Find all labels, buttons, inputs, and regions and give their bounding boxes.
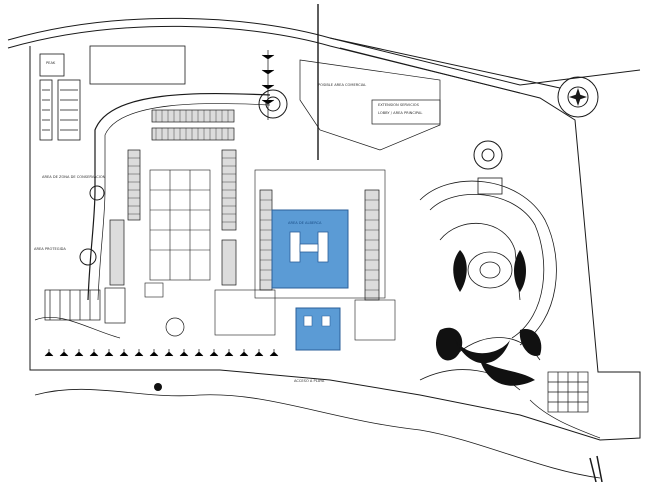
compass-rose-icon bbox=[569, 88, 587, 106]
label-protected-area: AREA PROTEGIDA bbox=[34, 247, 66, 251]
palm-tree-icon bbox=[44, 50, 279, 357]
coastline bbox=[34, 388, 601, 479]
parking-lot bbox=[89, 45, 186, 85]
southeast-cluster bbox=[529, 371, 601, 439]
label-comercial-area: POSIBLE AREA COMERCIAL bbox=[318, 83, 367, 87]
secondary-pool bbox=[295, 307, 341, 351]
central-complex bbox=[144, 169, 211, 298]
survey-marker bbox=[154, 383, 162, 391]
building-cross-hatch bbox=[128, 110, 379, 291]
main-pool bbox=[271, 209, 349, 289]
pool-perimeter bbox=[214, 169, 396, 341]
left-housing-blocks bbox=[39, 79, 81, 141]
label-lobby-area: LOBBY / AREA PRINCIPAL bbox=[378, 111, 423, 115]
left-access-road bbox=[87, 92, 271, 301]
label-peak: PEAK bbox=[46, 61, 56, 65]
access-road-south bbox=[589, 455, 603, 482]
roundabout-west bbox=[258, 89, 288, 119]
services-extension bbox=[371, 99, 441, 125]
commercial-area bbox=[299, 59, 441, 151]
peak-building bbox=[39, 53, 65, 77]
label-conservation-area: AREA DE ZONA DE CONSERVACION bbox=[42, 175, 106, 179]
central-housing-bars bbox=[109, 109, 380, 301]
roundabout-east bbox=[557, 76, 599, 118]
roundabout-lobby bbox=[473, 140, 503, 170]
roundabout-small bbox=[89, 185, 105, 201]
southwest-cluster bbox=[34, 287, 185, 339]
label-main-pool: AREA DE ALBERCA bbox=[288, 221, 322, 225]
vegetation bbox=[435, 250, 542, 386]
roundabout-south bbox=[79, 248, 97, 266]
label-extension-services: EXTENSION SERVICIOS bbox=[378, 103, 419, 107]
north-road bbox=[7, 17, 641, 94]
site-boundary bbox=[29, 46, 641, 441]
label-beach-access: ACCESO A PLAYA bbox=[294, 379, 325, 383]
